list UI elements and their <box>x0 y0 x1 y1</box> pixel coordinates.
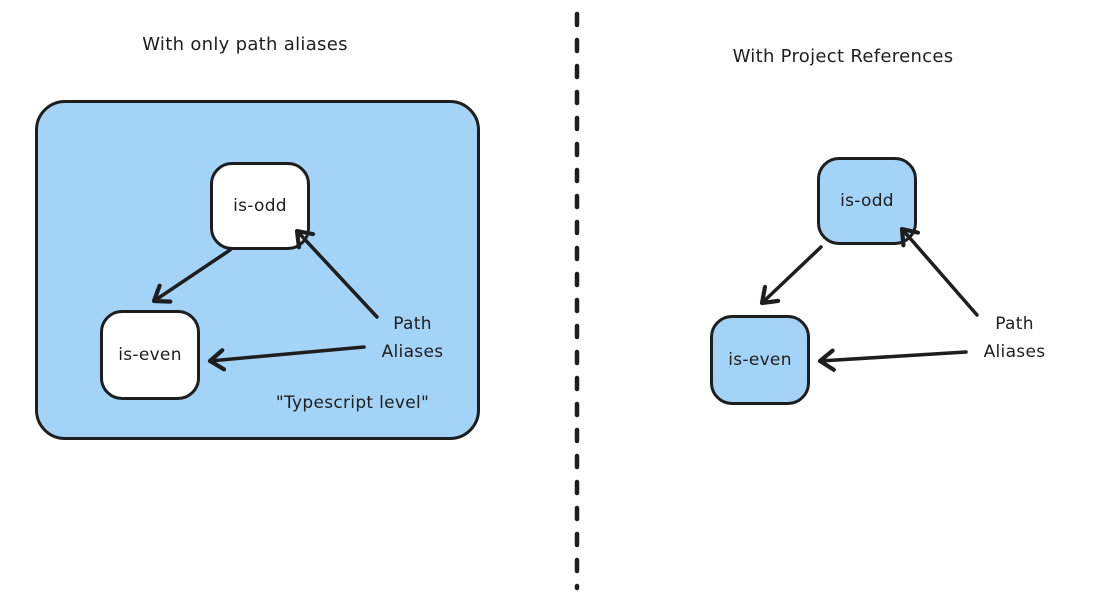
arrow-pathaliases-to-isodd-right <box>899 226 979 317</box>
left-panel-title: With only path aliases <box>142 34 348 55</box>
node-is-odd-left: is-odd <box>210 162 310 250</box>
node-is-odd-right-label: is-odd <box>840 191 894 211</box>
node-is-odd-left-label: is-odd <box>233 196 287 216</box>
node-is-odd-right: is-odd <box>817 157 917 245</box>
path-aliases-annotation-left: Path Aliases <box>381 314 444 362</box>
typescript-level-container <box>35 100 480 440</box>
node-is-even-right-label: is-even <box>728 350 792 370</box>
typescript-level-caption: "Typescript level" <box>275 393 430 413</box>
node-is-even-left: is-even <box>100 310 200 400</box>
arrow-pathaliases-to-iseven-right <box>817 348 968 372</box>
path-aliases-annotation-right: Path Aliases <box>983 314 1046 362</box>
right-panel-title: With Project References <box>732 46 954 67</box>
node-is-even-left-label: is-even <box>118 345 182 365</box>
node-is-even-right: is-even <box>710 315 810 405</box>
arrow-isodd-to-iseven-right <box>759 245 823 306</box>
